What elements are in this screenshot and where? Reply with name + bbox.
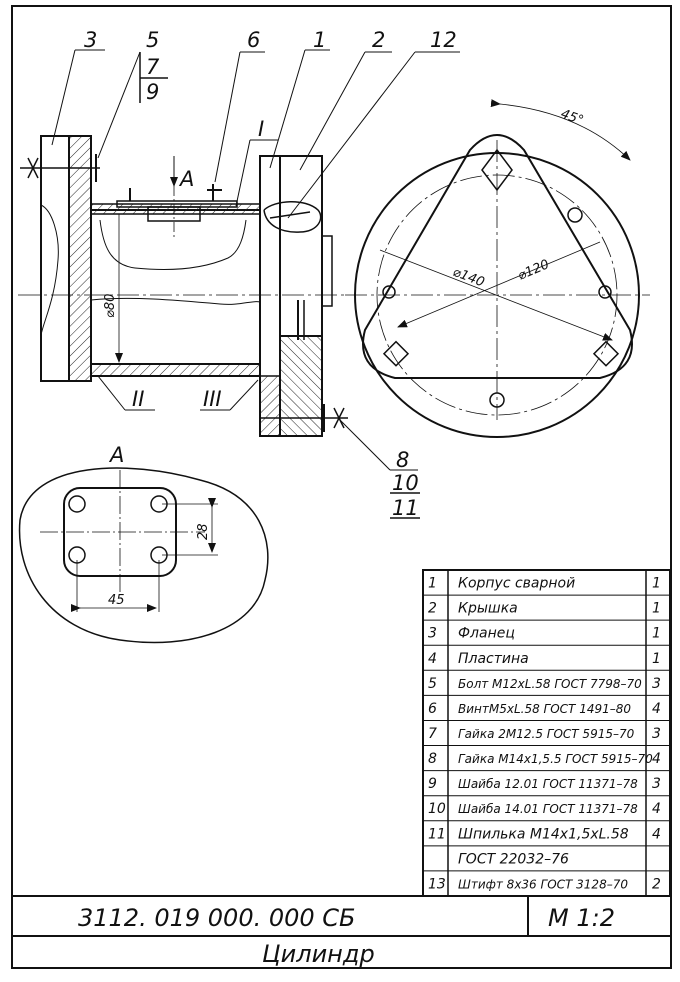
bom-qty: 3 — [652, 726, 661, 742]
bom-name: Болт М12хL.58 ГОСТ 7798–70 — [458, 677, 642, 691]
dim-angle-45: 45° — [559, 107, 586, 129]
bom-name: Шайба 14.01 ГОСТ 11371–78 — [458, 802, 638, 816]
callout-III: III — [203, 387, 222, 411]
callout-6: 6 — [247, 28, 260, 52]
bom-name: Шпилька М14х1,5хL.58 — [458, 826, 629, 842]
callout-12: 12 — [430, 28, 457, 52]
bom-pos: 6 — [428, 701, 437, 717]
view-a — [18, 467, 269, 644]
bom-qty: 1 — [652, 626, 661, 642]
bom-name: Гайка М14х1,5.5 ГОСТ 5915–70 — [458, 752, 653, 766]
callout-3: 3 — [84, 28, 97, 52]
callout-10: 10 — [392, 471, 419, 495]
callout-11: 11 — [392, 496, 419, 520]
bom-pos: 9 — [428, 776, 437, 792]
drawing-name: Цилиндр — [262, 940, 375, 968]
dim-width-45: 45 — [108, 593, 125, 608]
bom-pos: 2 — [428, 601, 437, 617]
bom-pos: 3 — [428, 626, 437, 642]
bom-pos: 10 — [428, 801, 446, 817]
bom-name: Фланец — [458, 626, 515, 642]
bom-qty: 3 — [652, 676, 661, 692]
end-view — [345, 99, 650, 438]
callout-8: 8 — [396, 448, 409, 472]
dim-height-28: 28 — [196, 523, 211, 540]
bom-name: Штифт 8х36 ГОСТ 3128–70 — [458, 877, 628, 891]
bom-pos: 13 — [428, 876, 446, 892]
bom-qty: 2 — [652, 876, 661, 892]
section-label-a: A — [178, 167, 194, 191]
callout-2: 2 — [372, 28, 385, 52]
dim-diameter-120: ⌀120 — [516, 257, 552, 284]
callout-9: 9 — [146, 80, 159, 104]
sheet-frame — [11, 5, 672, 969]
bom-name: Корпус сварной — [458, 576, 575, 592]
callout-5: 5 — [146, 28, 159, 52]
bom-qty: 1 — [652, 576, 661, 592]
bom-qty: 1 — [652, 601, 661, 617]
bom-qty: 3 — [652, 776, 661, 792]
bom-qty: 4 — [652, 751, 661, 767]
bom-pos: 7 — [428, 726, 437, 742]
bom-qty: 4 — [652, 826, 661, 842]
dim-diameter-140: ⌀140 — [451, 265, 487, 291]
bom-qty: 4 — [652, 801, 661, 817]
bom-name: Шайба 12.01 ГОСТ 11371–78 — [458, 777, 638, 791]
bom-pos: 11 — [428, 826, 446, 842]
bom-name: Пластина — [458, 651, 529, 667]
bom-qty: 1 — [652, 651, 661, 667]
bom-name: ВинтМ5хL.58 ГОСТ 1491–80 — [458, 702, 631, 716]
drawing-designation: 3112. 019 000. 000 СБ — [78, 904, 356, 932]
dim-diameter-80: ⌀80 — [103, 294, 118, 318]
bom-name: Гайка 2М12.5 ГОСТ 5915–70 — [458, 727, 635, 741]
bom-qty: 4 — [652, 701, 661, 717]
bom-pos: 5 — [428, 676, 437, 692]
bom-pos: 8 — [428, 751, 437, 767]
title-block — [12, 895, 671, 937]
bom-pos: 4 — [428, 651, 437, 667]
bom-name: ГОСТ 22032–76 — [458, 851, 569, 867]
main-section-view — [18, 49, 460, 519]
callout-7: 7 — [146, 55, 160, 79]
callout-1: 1 — [313, 28, 326, 52]
bom-pos: 1 — [428, 576, 437, 592]
callout-II: II — [132, 387, 144, 411]
bom-name: Крышка — [458, 601, 518, 617]
callout-I: I — [258, 117, 264, 141]
view-label-a: A — [108, 443, 124, 467]
drawing-scale: М 1:2 — [548, 904, 615, 932]
callouts: 3 5 7 9 6 1 2 12 I II III 8 10 11 A A — [84, 28, 457, 520]
